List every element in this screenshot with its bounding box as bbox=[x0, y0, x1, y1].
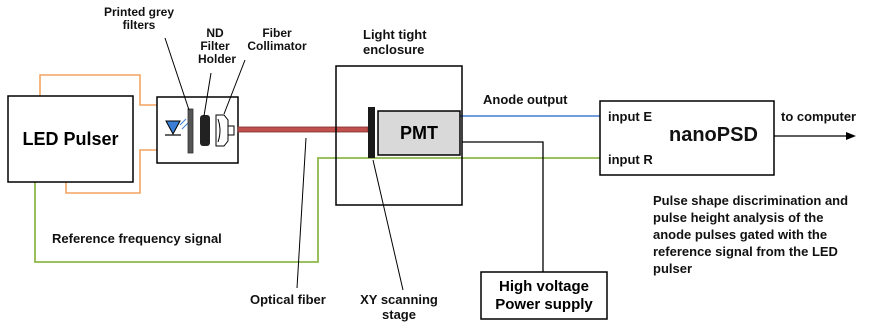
hv-wire bbox=[462, 141, 544, 272]
led-pulser-label: LED Pulser bbox=[22, 128, 119, 149]
pointer-nd-holder bbox=[203, 72, 212, 117]
xy-stage-bar bbox=[368, 107, 375, 158]
led-icon bbox=[165, 120, 181, 136]
printed-grey-filters-label: Printed grey filters bbox=[104, 5, 175, 32]
light-tight-enclosure bbox=[335, 65, 463, 206]
pointer-xy-stage bbox=[372, 159, 404, 291]
fiber-collimator-label: Fiber Collimator bbox=[247, 26, 307, 53]
nd-filter-holder bbox=[200, 115, 210, 146]
nd-filter-holder-label: ND Filter Holder bbox=[198, 26, 237, 66]
reference-frequency-label: Reference frequency signal bbox=[52, 231, 222, 246]
input-r-label: input R bbox=[608, 152, 653, 167]
grey-filter bbox=[187, 108, 194, 154]
description-text: Pulse shape discrimination and pulse hei… bbox=[653, 193, 849, 276]
hv-supply-box bbox=[480, 271, 608, 320]
anode-output-label: Anode output bbox=[483, 92, 568, 107]
pmt-box bbox=[377, 110, 461, 156]
xy-scanning-stage-label: XY scanning stage bbox=[360, 292, 438, 322]
optical-fiber-label: Optical fiber bbox=[250, 292, 326, 307]
pmt-label: PMT bbox=[400, 122, 438, 143]
arrowhead bbox=[846, 132, 856, 140]
light-tight-enclosure-label: Light tight enclosure bbox=[363, 27, 427, 57]
input-e-label: input E bbox=[608, 109, 653, 124]
hv-supply-label: High voltage Power supply bbox=[495, 277, 593, 313]
pointer-collimator bbox=[223, 59, 246, 115]
pointer-optical-fiber bbox=[296, 137, 307, 289]
optical-fiber bbox=[237, 126, 369, 133]
nanopsd-box bbox=[599, 100, 775, 176]
nanopsd-label: nanoPSD bbox=[669, 124, 758, 146]
to-computer-label: to computer bbox=[781, 109, 857, 124]
led-pulser-box bbox=[7, 95, 134, 183]
pointer-grey-filters bbox=[164, 37, 190, 111]
reference-signal-wire bbox=[34, 157, 600, 263]
orange-wire bbox=[39, 74, 185, 194]
